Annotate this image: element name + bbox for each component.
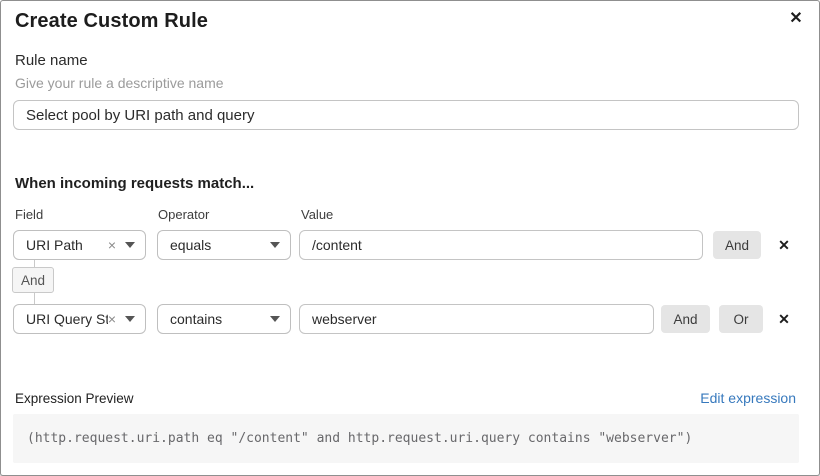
close-icon[interactable]: ✕ <box>785 7 807 29</box>
connector-line-top <box>34 260 35 268</box>
remove-row2-icon[interactable]: ✕ <box>774 309 794 329</box>
match-section-heading: When incoming requests match... <box>15 175 255 192</box>
field-select-row2-value: URI Query St... <box>26 311 108 327</box>
page-title: Create Custom Rule <box>15 10 208 32</box>
field-select-row1-value: URI Path <box>26 237 83 253</box>
and-button-row1[interactable]: And <box>713 231 761 259</box>
operator-select-row1[interactable]: equals <box>157 230 291 260</box>
chevron-down-icon <box>125 316 135 322</box>
connector-line-bottom <box>34 293 35 304</box>
rule-name-input[interactable] <box>13 100 799 130</box>
remove-row1-icon[interactable]: ✕ <box>774 235 794 255</box>
field-select-row1[interactable]: URI Path × <box>13 230 146 260</box>
value-column-label: Value <box>301 207 334 222</box>
and-button-row2[interactable]: And <box>661 305 710 333</box>
rule-name-help-text: Give your rule a descriptive name <box>15 75 224 91</box>
edit-expression-link[interactable]: Edit expression <box>700 390 796 406</box>
chevron-down-icon <box>125 242 135 248</box>
chevron-down-icon <box>270 316 280 322</box>
connector-and-badge: And <box>12 267 54 293</box>
rule-name-label: Rule name <box>15 52 88 69</box>
clear-icon[interactable]: × <box>107 311 116 327</box>
clear-icon[interactable]: × <box>107 237 116 253</box>
operator-select-row2-value: contains <box>170 311 223 327</box>
or-button-row2[interactable]: Or <box>719 305 763 333</box>
value-input-row2[interactable] <box>299 304 654 334</box>
expression-code-block: (http.request.uri.path eq "/content" and… <box>13 414 799 463</box>
operator-select-row2[interactable]: contains <box>157 304 291 334</box>
chevron-down-icon <box>270 242 280 248</box>
field-column-label: Field <box>15 207 44 222</box>
expression-preview-label: Expression Preview <box>15 391 134 406</box>
value-input-row1[interactable] <box>299 230 703 260</box>
operator-column-label: Operator <box>158 207 210 222</box>
field-select-row2[interactable]: URI Query St... × <box>13 304 146 334</box>
operator-select-row1-value: equals <box>170 237 212 253</box>
